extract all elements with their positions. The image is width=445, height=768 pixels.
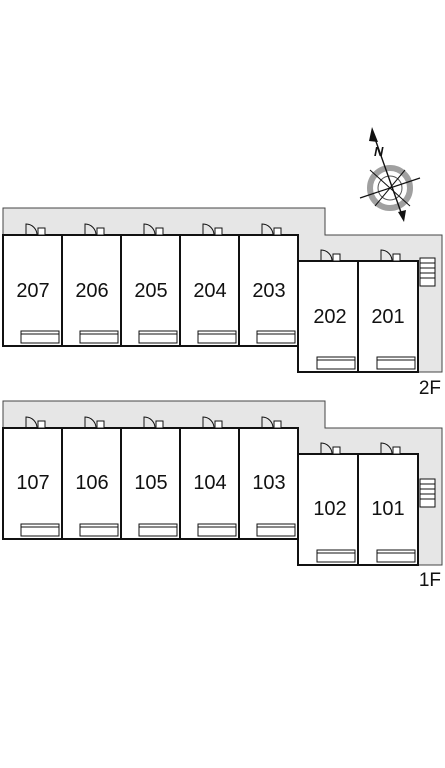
unit-number: 102 — [313, 498, 346, 520]
entry-door-icon — [320, 249, 341, 262]
unit-number: 101 — [371, 498, 404, 520]
unit-202: 202 — [297, 249, 359, 373]
entry-door-icon — [84, 416, 105, 429]
floor-2f: 207 206 205 — [2, 207, 443, 399]
floor-label: 2F — [419, 378, 441, 399]
unit-number: 203 — [252, 280, 285, 302]
unit-107: 107 — [2, 416, 63, 540]
unit-207: 207 — [2, 223, 63, 347]
unit-number: 106 — [75, 472, 108, 494]
entry-door-icon — [25, 416, 46, 429]
entry-door-icon — [143, 416, 164, 429]
floor-label: 1F — [419, 570, 441, 591]
unit-number: 201 — [371, 306, 404, 328]
entry-door-icon — [202, 416, 223, 429]
unit-205: 205 — [120, 223, 181, 347]
unit-number: 205 — [134, 280, 167, 302]
unit-201: 201 — [357, 249, 419, 373]
entry-door-icon — [380, 249, 401, 262]
entry-door-icon — [84, 223, 105, 236]
unit-number: 104 — [193, 472, 226, 494]
entry-door-icon — [320, 442, 341, 455]
unit-number: 107 — [16, 472, 49, 494]
entry-door-icon — [261, 223, 282, 236]
entry-door-icon — [380, 442, 401, 455]
unit-101: 101 — [357, 442, 419, 566]
compass: N — [359, 127, 421, 222]
entry-door-icon — [261, 416, 282, 429]
stairs-icon — [419, 478, 436, 508]
unit-number: 207 — [16, 280, 49, 302]
entry-door-icon — [143, 223, 164, 236]
unit-number: 202 — [313, 306, 346, 328]
stairs-icon — [419, 257, 436, 287]
entry-door-icon — [25, 223, 46, 236]
compass-north-label: N — [374, 144, 384, 159]
unit-number: 206 — [75, 280, 108, 302]
entry-door-icon — [202, 223, 223, 236]
unit-103: 103 — [238, 416, 299, 540]
unit-number: 103 — [252, 472, 285, 494]
unit-number: 204 — [193, 280, 226, 302]
unit-number: 105 — [134, 472, 167, 494]
compass-rose-icon — [359, 127, 421, 222]
floor-1f: 107 106 105 — [2, 400, 443, 591]
